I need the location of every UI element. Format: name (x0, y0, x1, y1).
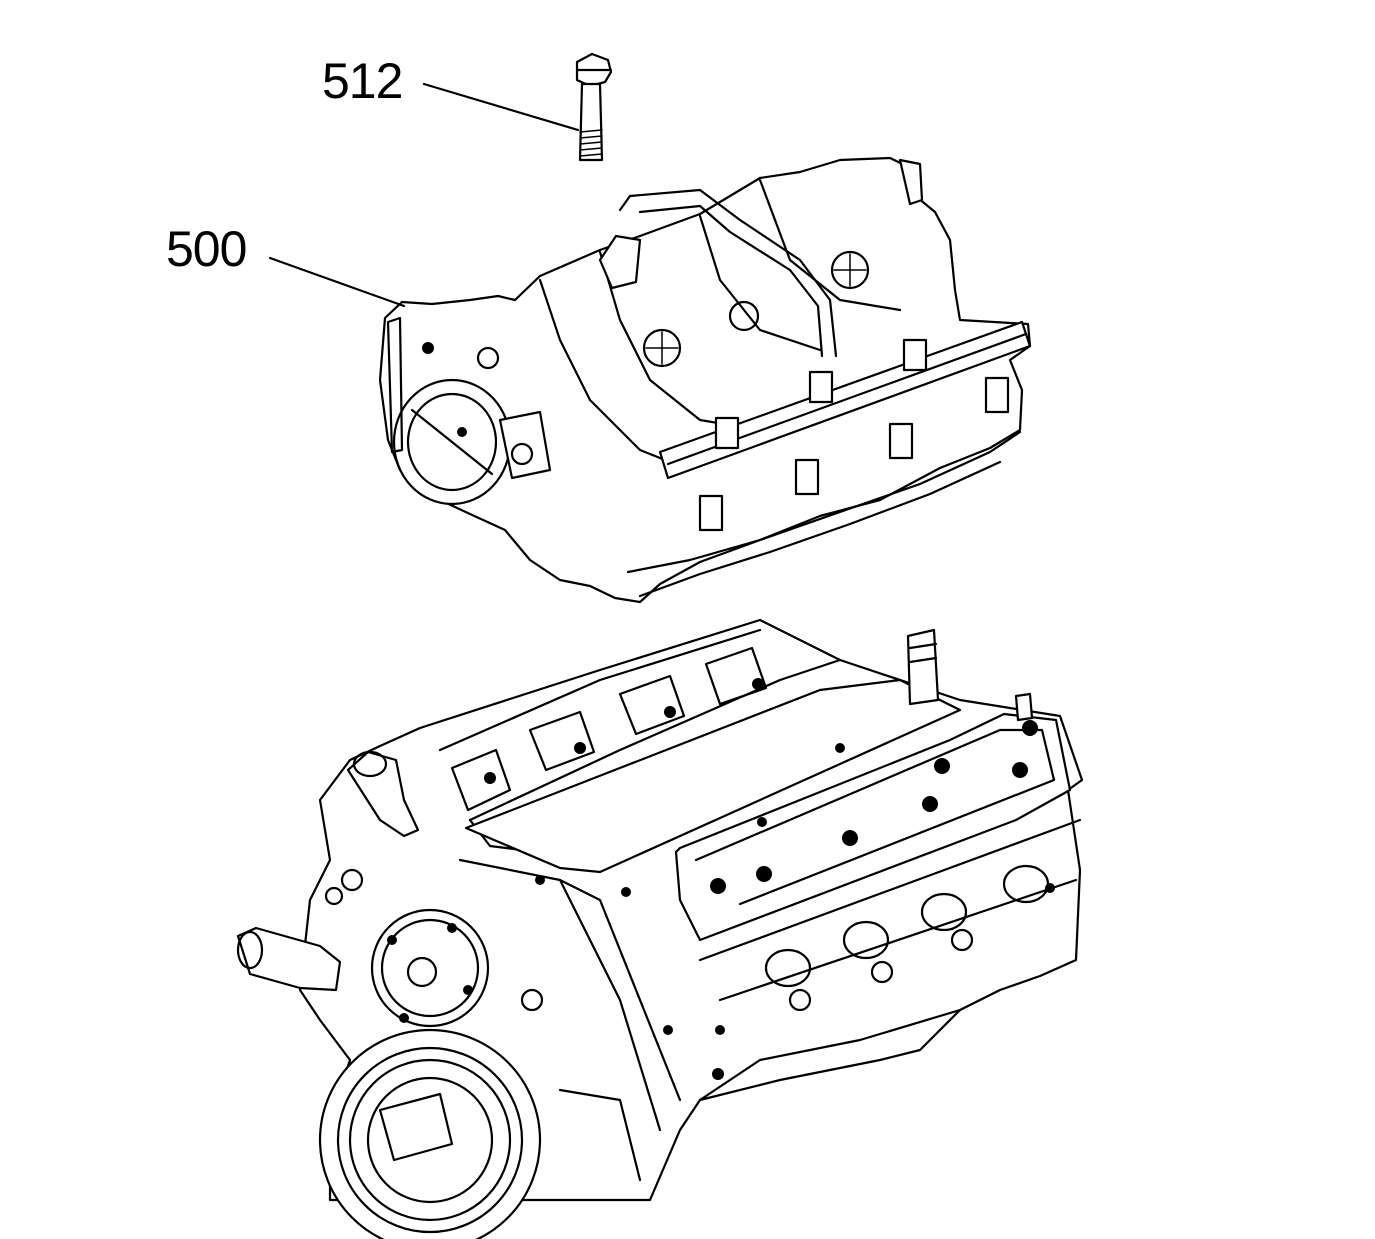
leader-line-512 (422, 82, 580, 132)
engine-block-icon (236, 618, 1084, 1239)
callout-label-512: 512 (322, 53, 403, 109)
leader-line-500 (268, 256, 406, 308)
intake-manifold-icon (378, 156, 1032, 604)
callout-label-500: 500 (166, 221, 247, 277)
bolt-icon (575, 52, 613, 162)
